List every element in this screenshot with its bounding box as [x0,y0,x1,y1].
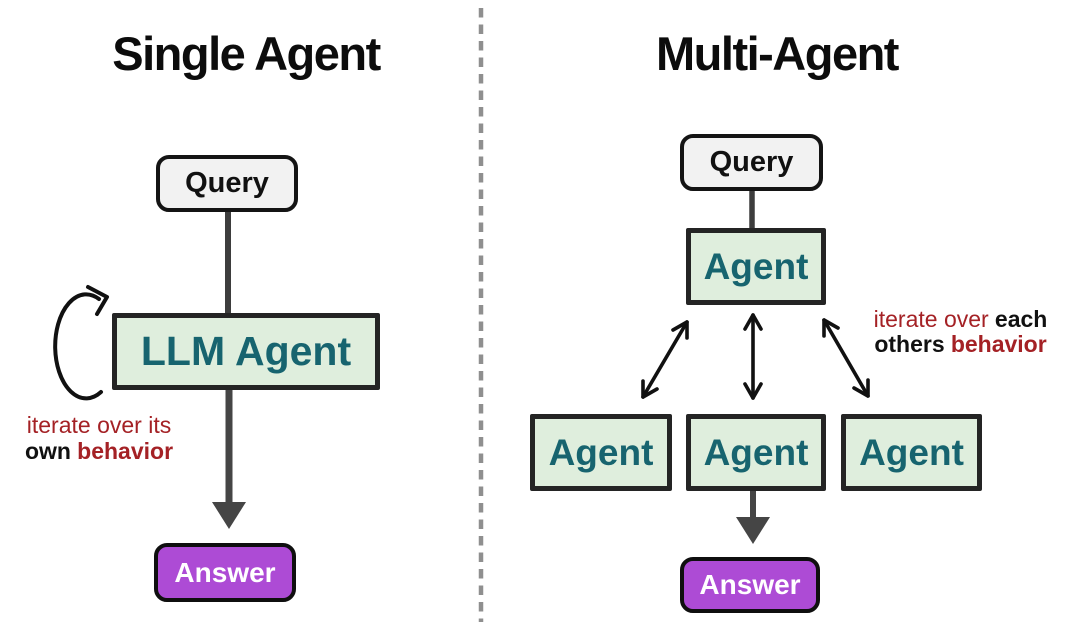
right-query-box: Query [680,134,823,191]
right-down-arrow-icon [736,489,770,544]
right-answer-box: Answer [680,557,820,613]
bidirectional-arrow-right-icon [822,318,870,398]
coordinator-agent-label: Agent [703,245,809,287]
bidirectional-arrow-left-icon [641,320,689,399]
worker-agent-label-3: Agent [859,431,964,473]
left-answer-label: Answer [174,556,276,588]
self-loop-arrow-icon [53,285,109,401]
worker-agent-box-1: Agent [530,414,672,491]
worker-agent-box-2: Agent [686,414,826,491]
right-answer-label: Answer [699,569,801,600]
worker-agent-label-1: Agent [548,431,654,473]
worker-agent-label-2: Agent [703,431,809,473]
coordinator-agent-box: Agent [686,228,826,305]
llm-agent-box: LLM Agent [112,313,380,390]
right-query-label: Query [709,146,794,178]
left-down-arrow-icon [212,388,246,529]
single-agent-title: Single Agent [112,27,381,80]
multi-agent-title: Multi-Agent [656,27,899,80]
left-answer-box: Answer [154,543,296,602]
bidirectional-arrow-middle-icon [743,313,763,400]
left-note-line1: iterate over its [26,412,172,438]
left-query-box: Query [156,155,298,212]
llm-agent-label: LLM Agent [140,328,352,374]
worker-agent-box-3: Agent [841,414,982,491]
left-query-label: Query [185,167,269,199]
